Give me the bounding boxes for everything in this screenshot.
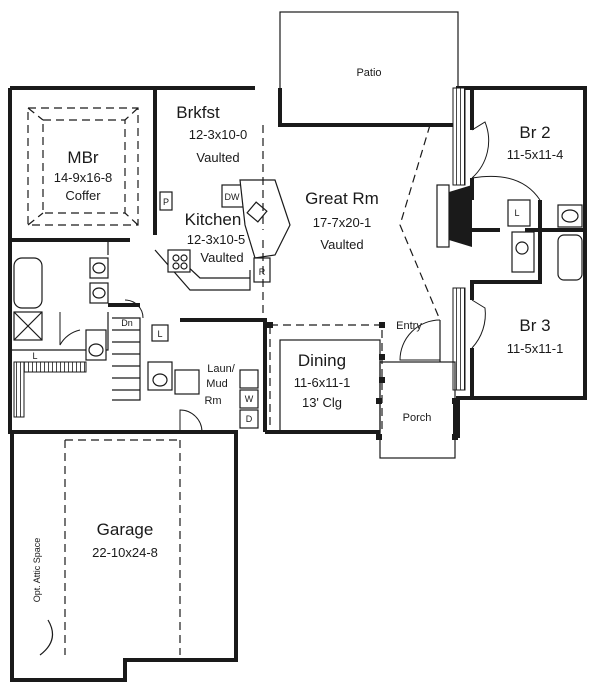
washer-label: W	[245, 394, 254, 404]
great-rm-size: 17-7x20-1	[313, 215, 372, 230]
br2-room	[470, 88, 585, 290]
br3-name: Br 3	[519, 316, 550, 335]
mbath-linen-label: L	[32, 351, 37, 361]
brkfst-note: Vaulted	[196, 150, 239, 165]
mbr-size: 14-9x16-8	[54, 170, 113, 185]
br3-size: 11-5x11-1	[507, 341, 564, 356]
kitchen-size: 12-3x10-5	[187, 232, 246, 247]
attic-label: Opt. Attic Space	[32, 538, 42, 603]
garage-size: 22-10x24-8	[92, 545, 158, 560]
br2-name: Br 2	[519, 123, 550, 142]
dining-size: 11-6x11-1	[294, 375, 351, 390]
mbr-note: Coffer	[65, 188, 101, 203]
kitchen-cabinets	[154, 179, 291, 318]
patio-label: Patio	[356, 67, 381, 79]
laundry-linen-label: L	[157, 329, 162, 339]
kitchen-name: Kitchen	[185, 210, 242, 229]
fridge-label: R	[259, 267, 266, 277]
master-bath	[10, 240, 109, 418]
dining-room	[267, 322, 385, 433]
brkfst-size: 12-3x10-0	[189, 127, 248, 142]
kitchen-note: Vaulted	[200, 250, 243, 265]
br3-room	[470, 290, 486, 398]
great-room-lines	[262, 124, 441, 321]
entry-label: Entry	[396, 320, 422, 332]
stair-down-label: Dn	[121, 318, 133, 328]
great-rm-name: Great Rm	[305, 189, 379, 208]
laun-line1: Laun/	[207, 363, 235, 375]
fireplace	[436, 87, 472, 391]
br2-linen-label: L	[514, 208, 519, 218]
pantry-label: P	[163, 197, 169, 207]
mbr-room	[10, 88, 157, 242]
brkfst-name: Brkfst	[176, 103, 220, 122]
entry-area	[399, 319, 441, 362]
mbr-name: MBr	[67, 148, 99, 167]
laun-line2: Mud	[206, 378, 227, 390]
porch-label: Porch	[403, 412, 432, 424]
great-rm-note: Vaulted	[320, 237, 363, 252]
dining-name: Dining	[298, 351, 346, 370]
laundry-area	[108, 299, 267, 433]
laun-line3: Rm	[204, 395, 221, 407]
dishwasher-label: DW	[225, 192, 240, 202]
garage-outline	[10, 432, 238, 682]
br2-size: 11-5x11-4	[507, 147, 564, 162]
dryer-label: D	[246, 414, 253, 424]
porch-area	[376, 361, 458, 459]
garage-name: Garage	[97, 520, 154, 539]
dining-note: 13' Clg	[302, 395, 342, 410]
